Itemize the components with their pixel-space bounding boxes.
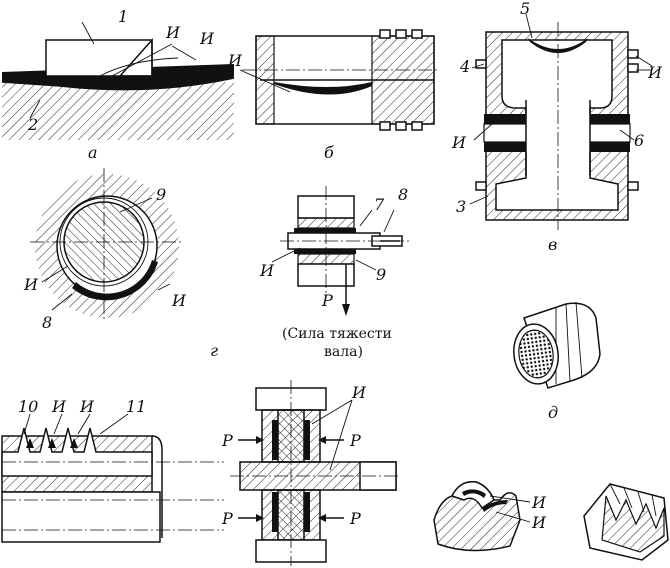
label-wear-b: И xyxy=(227,51,243,70)
panel-g-bearing-section xyxy=(30,168,182,320)
label-wear-gear1: И xyxy=(531,493,547,512)
label-wear-g1: И xyxy=(23,275,39,294)
label-wear-t1: И xyxy=(51,397,67,416)
label-wear-a1: И xyxy=(165,23,181,42)
panel-a-sliding-block xyxy=(1,21,235,140)
label-wear-bolt: И xyxy=(351,383,367,402)
panel-label-v: в xyxy=(548,235,557,254)
label-8-g: 8 xyxy=(42,313,52,332)
label-10: 10 xyxy=(18,397,38,416)
panel-v-piston xyxy=(469,13,653,230)
label-wear-gear2: И xyxy=(531,513,547,532)
label-5: 5 xyxy=(520,0,530,18)
label-9-g: 9 xyxy=(156,185,166,204)
label-1: 1 xyxy=(118,7,128,26)
panel-label-d: д xyxy=(548,403,558,422)
label-force-4: P xyxy=(349,509,361,528)
label-wear-g3: И xyxy=(259,261,275,280)
label-9-shaft: 9 xyxy=(376,265,386,284)
panel-label-a: а xyxy=(88,143,98,162)
panel-threaded-joint xyxy=(1,413,224,543)
label-6: 6 xyxy=(634,131,644,150)
label-force-3: P xyxy=(221,509,233,528)
panel-bolted-joint xyxy=(230,380,400,566)
label-force-g: P xyxy=(321,291,333,310)
label-wear-v1: И xyxy=(647,63,663,82)
label-force-2: P xyxy=(349,431,361,450)
panel-d-filter-cap xyxy=(513,301,601,389)
label-11: 11 xyxy=(126,397,146,416)
label-3: 3 xyxy=(456,197,466,216)
panel-gear-tooth xyxy=(433,481,531,552)
panel-label-b: б xyxy=(324,143,334,162)
caption-line-2: вала) xyxy=(324,344,363,360)
label-wear-g2: И xyxy=(171,291,187,310)
panel-gear-rack xyxy=(583,483,669,561)
label-force-1: P xyxy=(221,431,233,450)
label-wear-v2: И xyxy=(451,133,467,152)
caption-line-1: (Сила тяжести xyxy=(282,326,392,342)
panel-label-g: г xyxy=(210,341,218,360)
label-4: 4 xyxy=(459,57,470,76)
panel-b-shaft xyxy=(239,29,440,131)
label-8-shaft: 8 xyxy=(398,185,408,204)
label-7: 7 xyxy=(374,195,385,214)
label-wear-a2: И xyxy=(199,29,215,48)
panel-g-shaft-bearing xyxy=(271,186,410,316)
label-2: 2 xyxy=(27,115,38,134)
label-wear-t2: И xyxy=(79,397,95,416)
